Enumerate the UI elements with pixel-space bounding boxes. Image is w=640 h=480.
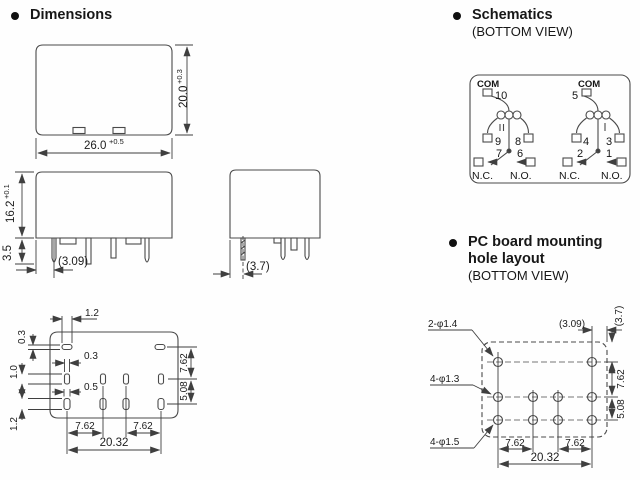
pcb-subtitle: (BOTTOM VIEW) — [468, 268, 569, 283]
contact-pin-width-dimension: 0.5 — [84, 382, 98, 393]
pin-6-label: 6 — [517, 148, 523, 160]
pin-5-label: 5 — [572, 90, 578, 102]
pin-10-label: 10 — [495, 90, 507, 102]
section-schematics-header: Schematics (BOTTOM VIEW) — [453, 7, 573, 40]
relay-case-outline — [229, 169, 321, 239]
total-pitch-dimension: 20.32 — [531, 452, 560, 464]
pin-offset-dimension: (3.7) — [246, 261, 270, 273]
edge-offset-x-dimension: (3.09) — [559, 319, 585, 330]
case-width-tolerance: +0.5 — [109, 137, 124, 146]
pin-4-label: 4 — [583, 136, 589, 148]
pin-9-label: 9 — [495, 136, 501, 148]
bullet-icon — [453, 12, 461, 20]
pcb-layout-dimensions — [428, 326, 622, 468]
com-label-right: COM — [578, 79, 600, 90]
col-pitch-right-dimension: 7.62 — [133, 421, 153, 432]
bottom-view-dimensions — [18, 315, 197, 454]
schematic-outline — [469, 74, 631, 184]
nc-label-left: N.C. — [472, 170, 493, 182]
end-view-drawing — [229, 169, 321, 261]
section-pcb-header: PC board mounting hole layout (BOTTOM VI… — [449, 234, 603, 284]
bottom-view-drawing — [49, 331, 179, 419]
pin-3-label: 3 — [606, 136, 612, 148]
top-view-drawing — [35, 44, 173, 136]
schematics-subtitle: (BOTTOM VIEW) — [472, 24, 573, 39]
col-pitch-left-dimension: 7.62 — [505, 438, 525, 449]
hole-spec-bottom: 4-φ1.5 — [430, 437, 460, 448]
round-pin — [144, 238, 150, 263]
schematics-title: Schematics — [472, 7, 553, 23]
row-pitch-2-dimension: 5.08 — [179, 381, 190, 401]
coil-pin-height-dimension: 1.0 — [9, 365, 20, 379]
pcb-title-line1: PC board mounting — [468, 234, 603, 250]
row-pitch-2-dimension: 5.08 — [616, 399, 627, 419]
pcb-layout-drawing — [481, 341, 608, 438]
section-dimensions-header: Dimensions — [11, 7, 112, 24]
relay-case-outline — [49, 331, 179, 419]
body-height-dimension: 16.2 — [5, 201, 17, 223]
pin-8-label: 8 — [515, 136, 521, 148]
end-view-dimensions — [213, 236, 262, 280]
relay-case-outline — [35, 44, 173, 136]
pin-offset-dimension: (3.09) — [58, 256, 88, 268]
no-label-right: N.O. — [601, 170, 623, 182]
col-pitch-right-dimension: 7.62 — [565, 438, 585, 449]
front-view-dimensions — [15, 171, 73, 278]
coil-pin-width-dimension: 0.3 — [84, 351, 98, 362]
col-pitch-left-dimension: 7.62 — [75, 421, 95, 432]
pcb-title-line2: hole layout — [468, 251, 545, 267]
contact-pin-height-dimension: 1.2 — [9, 417, 20, 431]
edge-offset-y-dimension: (3.7) — [614, 306, 625, 327]
dimensions-title: Dimensions — [30, 7, 113, 23]
case-width-dimension: 26.0 — [84, 140, 106, 152]
pin-1-label: 1 — [606, 148, 612, 160]
top-view-dimensions — [35, 44, 193, 159]
com-pin-width-dimension: 1.2 — [85, 308, 99, 319]
row-pitch-1-dimension: 7.62 — [616, 369, 627, 389]
hole-spec-mid: 4-φ1.3 — [430, 374, 460, 385]
case-height-dimension: 20.0 — [178, 86, 190, 108]
round-pin — [304, 238, 310, 261]
case-height-tolerance: +0.3 — [175, 69, 184, 84]
relay-case-outline — [35, 171, 173, 239]
pin-length-dimension: 3.5 — [2, 245, 14, 261]
front-view-drawing — [35, 171, 173, 265]
com-pin-thickness-dimension: 0.3 — [17, 330, 28, 344]
no-label-left: N.O. — [510, 170, 532, 182]
com-label-left: COM — [477, 79, 499, 90]
total-pitch-dimension: 20.32 — [100, 437, 129, 449]
bullet-icon — [11, 12, 19, 20]
bullet-icon — [449, 239, 457, 247]
nc-label-right: N.C. — [559, 170, 580, 182]
pin-7-label: 7 — [496, 148, 502, 160]
round-pin — [280, 238, 286, 261]
pin-2-label: 2 — [577, 148, 583, 160]
row-pitch-1-dimension: 7.62 — [179, 353, 190, 373]
schematic-drawing — [469, 74, 631, 184]
hole-spec-top: 2-φ1.4 — [428, 319, 458, 330]
body-height-tolerance: +0.1 — [2, 184, 11, 199]
